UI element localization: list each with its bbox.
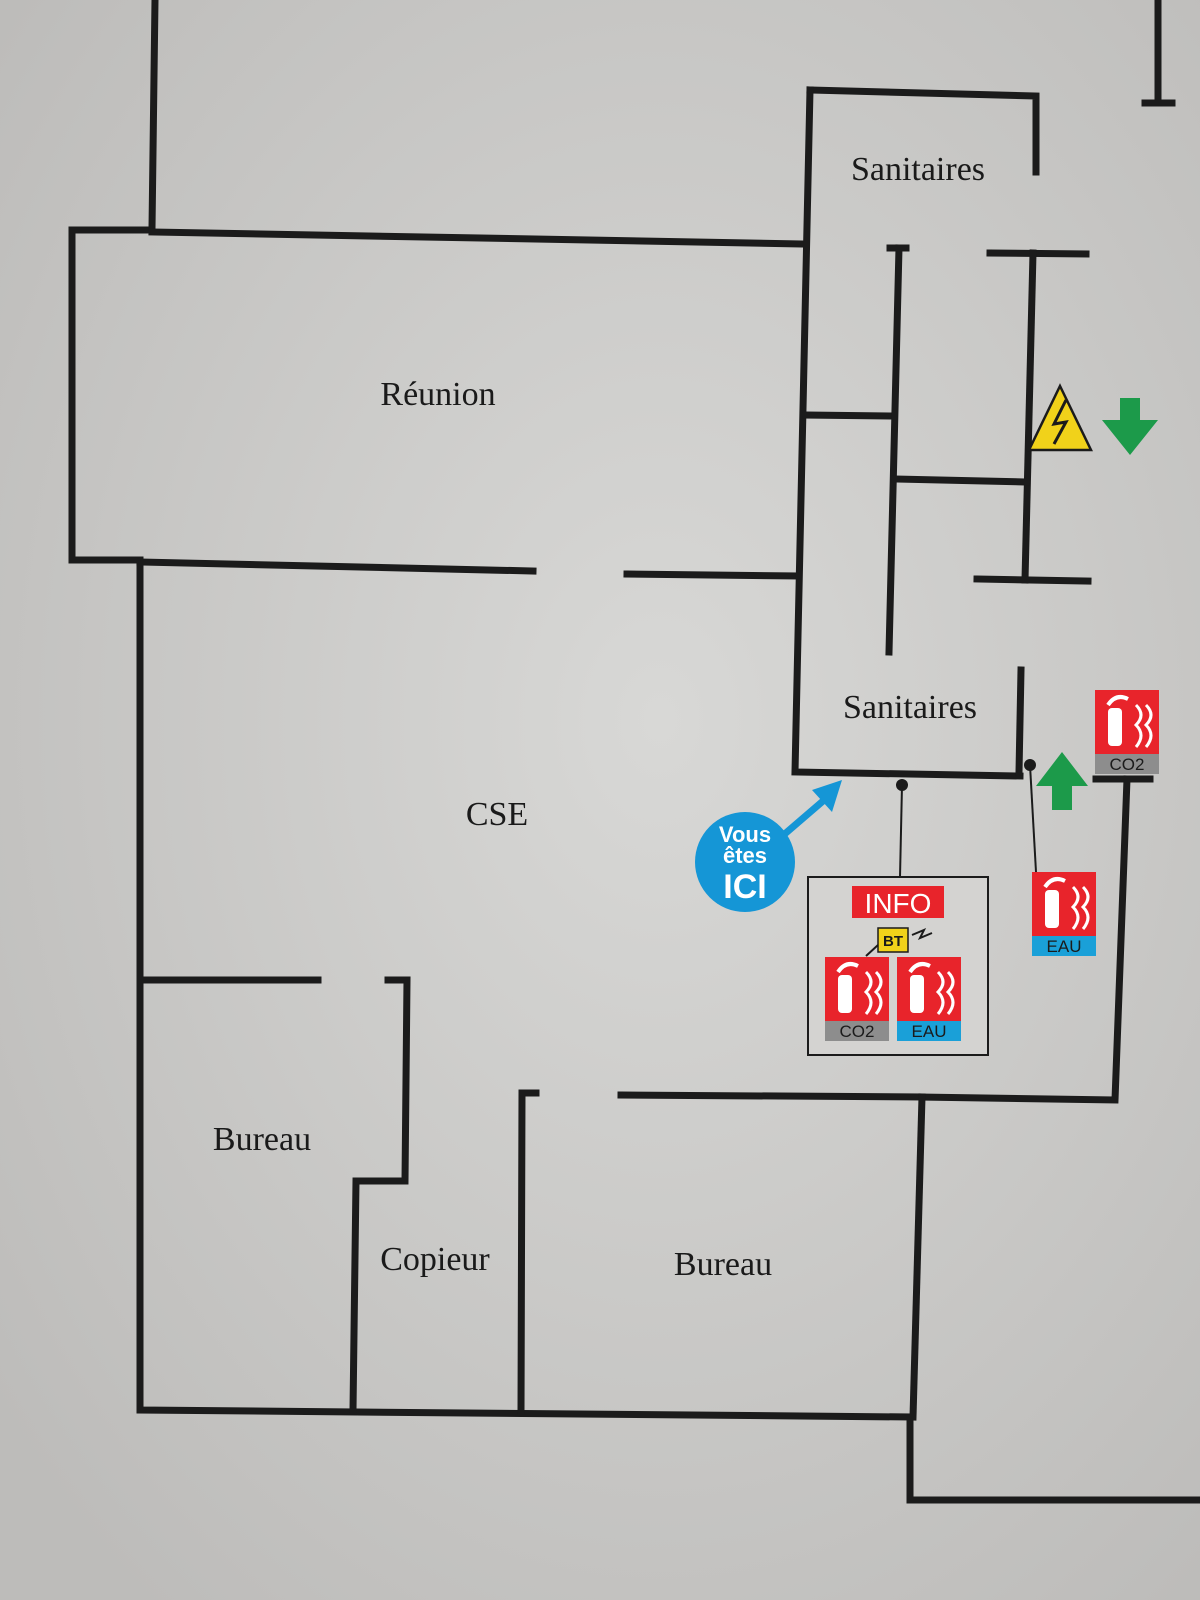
room-label-bureau-right: Bureau: [674, 1246, 772, 1283]
room-label-copieur: Copieur: [380, 1241, 490, 1278]
right-extinguisher-eau-label: EAU: [1047, 937, 1082, 956]
eau-connector-line: [1029, 764, 1037, 873]
bt-lightning-icon: [911, 928, 933, 940]
right-extinguisher-co2-label: CO2: [1110, 755, 1145, 774]
info-box: INFO BT CO2 EAU: [807, 876, 989, 1056]
info-title: INFO: [865, 888, 932, 919]
fire-extinguisher-icon: [1032, 872, 1096, 936]
fire-extinguisher-icon: [825, 957, 889, 1021]
info-extinguisher-eau-label: EAU: [912, 1022, 947, 1041]
room-label-reunion: Réunion: [380, 376, 495, 413]
room-label-bureau-left: Bureau: [213, 1121, 311, 1158]
exit-arrow-down-icon: [1102, 398, 1158, 455]
info-extinguisher-co2-label: CO2: [840, 1022, 875, 1041]
you-are-here-line3: ICI: [723, 868, 766, 906]
you-are-here-line1: Vous: [719, 822, 771, 847]
electrical-hazard-icon: [1027, 383, 1093, 452]
you-are-here-marker: Vous êtes ICI: [695, 780, 842, 912]
room-label-cse: CSE: [466, 796, 528, 833]
info-bt-label: BT: [883, 933, 903, 950]
room-label-sanitaires-top: Sanitaires: [851, 151, 985, 188]
info-connector-line: [899, 784, 903, 878]
fire-extinguisher-icon: [1095, 690, 1159, 754]
walls: [68, 0, 1200, 1504]
you-are-here-line2: êtes: [723, 843, 767, 868]
room-label-sanitaires-bottom: Sanitaires: [843, 689, 977, 726]
exit-arrow-up-icon: [1036, 752, 1088, 810]
fire-extinguisher-icon: [897, 957, 961, 1021]
